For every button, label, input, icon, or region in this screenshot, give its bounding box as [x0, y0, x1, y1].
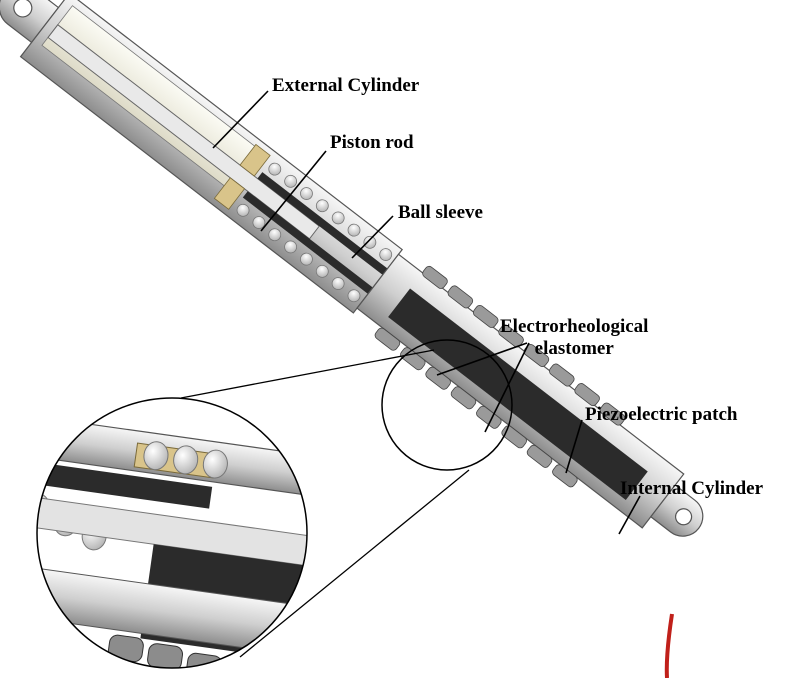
piston-rod-shape	[47, 24, 320, 240]
zoom-source-circle	[381, 339, 513, 471]
damper-body	[0, 0, 704, 537]
label-er-elastomer-line2: elastomer	[534, 338, 614, 359]
top-mount-eye	[0, 0, 60, 44]
piezo-patches	[374, 265, 626, 488]
zoom-frame	[36, 397, 308, 669]
label-ball-sleeve: Ball sleeve	[398, 202, 483, 223]
label-er-elastomer: Electrorheological elastomer	[500, 316, 648, 360]
zoom-detail	[37, 398, 307, 668]
label-er-elastomer-line1: Electrorheological	[500, 316, 649, 337]
er-elastomer-block	[388, 288, 648, 501]
label-external-cylinder: External Cylinder	[272, 75, 420, 96]
label-piezo-patch: Piezoelectric patch	[585, 404, 738, 425]
label-piston-rod: Piston rod	[330, 132, 414, 153]
bottom-mount-eye	[649, 484, 704, 537]
signal-wire	[664, 613, 674, 678]
leader-lines	[212, 90, 641, 535]
label-internal-cylinder: Internal Cylinder	[620, 478, 764, 499]
